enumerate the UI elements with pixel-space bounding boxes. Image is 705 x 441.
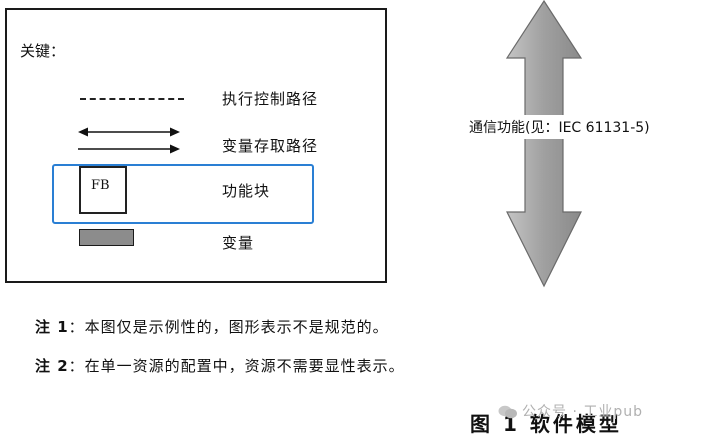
communication-label: 通信功能(见：IEC 61131-5)	[467, 115, 652, 139]
dashed-line-icon	[80, 98, 184, 100]
double-arrow-lines-icon	[78, 127, 180, 154]
note-2-prefix: 注 2	[35, 357, 69, 375]
legend-box	[5, 8, 387, 283]
fb-box-icon: FB	[79, 166, 127, 214]
note-1: 注 1：本图仅是示例性的，图形表示不是规范的。	[35, 316, 389, 337]
variable-rect-icon	[79, 229, 134, 246]
legend-label-var-access: 变量存取路径	[222, 137, 319, 155]
legend-label-exec-control: 执行控制路径	[222, 90, 319, 108]
note-2: 注 2：在单一资源的配置中，资源不需要显性表示。	[35, 355, 405, 376]
note-2-text: ：在单一资源的配置中，资源不需要显性表示。	[68, 357, 405, 375]
legend-label-function-block: 功能块	[222, 182, 271, 200]
fb-box-text: FB	[91, 178, 110, 193]
watermark: 公众号 · 工业pub	[498, 401, 643, 421]
vertical-double-arrow-icon	[505, 0, 583, 288]
watermark-text: 公众号 · 工业pub	[522, 404, 643, 420]
note-1-prefix: 注 1	[35, 318, 69, 336]
figure-caption: 图 1 软件模型	[470, 412, 622, 436]
legend-label-variable: 变量	[222, 234, 255, 252]
note-1-text: ：本图仅是示例性的，图形表示不是规范的。	[68, 318, 389, 336]
wechat-icon	[498, 405, 517, 419]
legend-title: 关键：	[20, 42, 66, 60]
fb-highlight-frame	[52, 164, 314, 224]
